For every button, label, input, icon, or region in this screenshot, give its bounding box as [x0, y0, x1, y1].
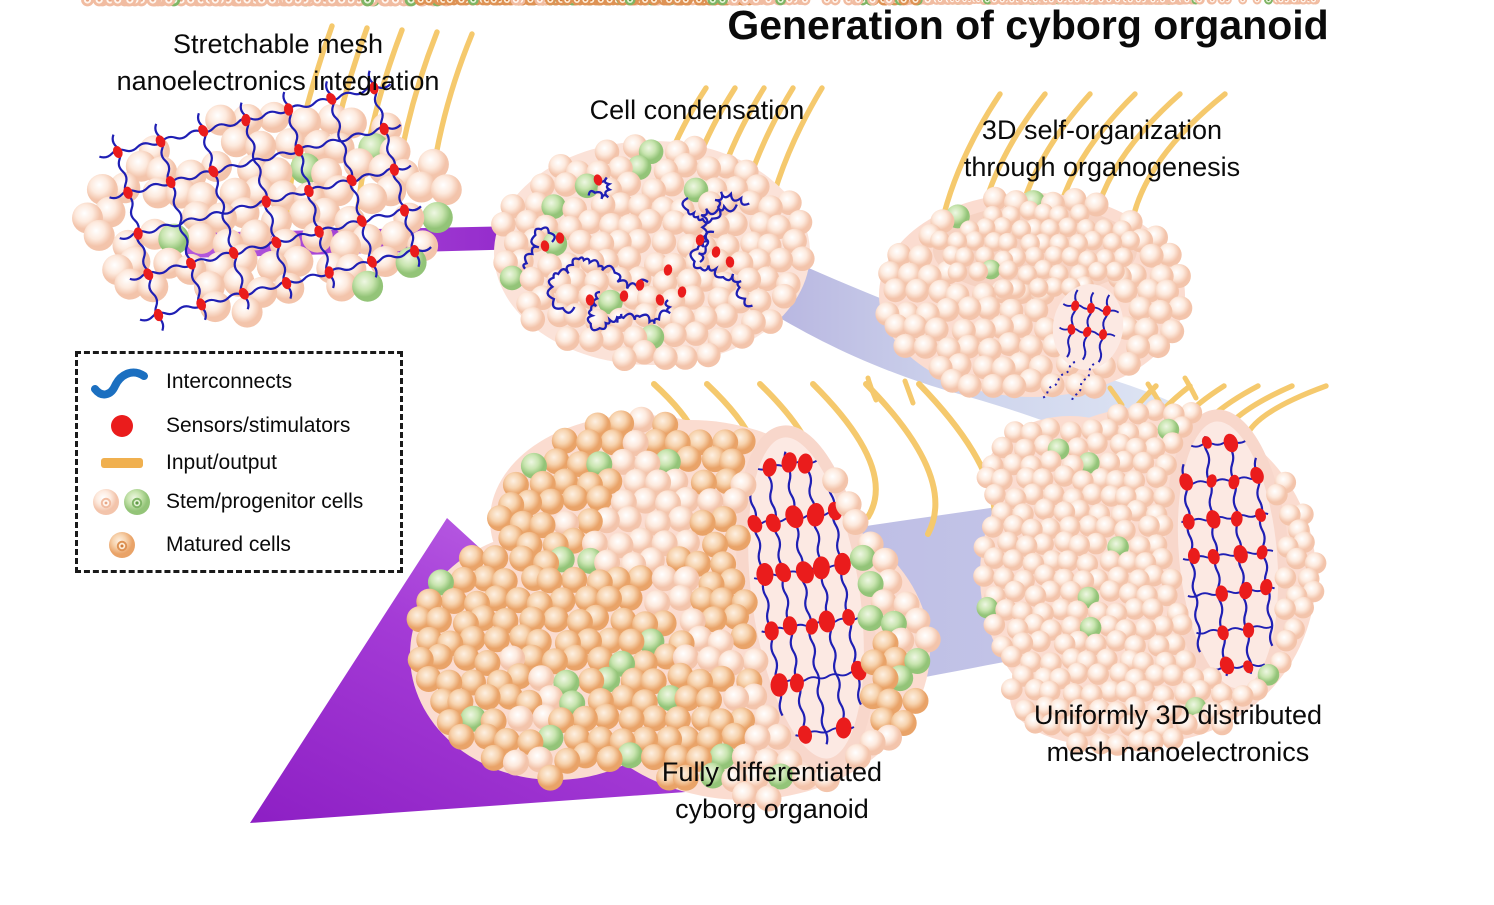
stage-label-differentiated: Fully differentiated cyborg organoid [661, 757, 883, 825]
integration-mesh [99, 70, 432, 331]
legend-label: Matured cells [166, 532, 291, 556]
legend-item-stem-cells: Stem/progenitor cells [78, 487, 400, 517]
stage-uniform-mesh-graphic [973, 0, 1327, 756]
legend-item-interconnects: Interconnects [78, 364, 400, 400]
legend-label: Stem/progenitor cells [166, 490, 364, 514]
stage-organogenesis-graphic [875, 0, 1193, 403]
stage-integration-graphic [72, 0, 462, 331]
legend-label: Interconnects [166, 370, 293, 394]
stage-differentiated-graphic [406, 0, 941, 812]
legend-box: Interconnects Sensors/stimulators Input/… [75, 351, 403, 573]
condensation-crumpled-mesh [522, 174, 753, 332]
sensor-stimulator-icon [78, 413, 166, 439]
legend-item-sensors: Sensors/stimulators [78, 413, 400, 439]
input-output-icon [78, 456, 166, 470]
interconnect-icon [78, 364, 166, 400]
legend-label: Sensors/stimulators [166, 413, 351, 437]
organogenesis-mesh-window [1052, 284, 1124, 370]
stage-label-stretchable-mesh: Stretchable mesh nanoelectronics integra… [116, 29, 440, 97]
legend-item-matured-cells: Matured cells [78, 530, 400, 560]
stage-condensation-graphic [491, 0, 815, 372]
stage-label-uniform-mesh: Uniformly 3D distributed mesh nanoelectr… [1033, 700, 1323, 768]
stem-progenitor-cells-icon [78, 487, 166, 517]
legend-item-input-output: Input/output [78, 451, 400, 475]
legend-label: Input/output [166, 450, 277, 474]
stage-label-cell-condensation: Cell condensation [589, 95, 805, 125]
stage-label-self-organization: 3D self-organization through organogenes… [963, 115, 1241, 183]
figure-title: Generation of cyborg organoid [727, 2, 1329, 48]
matured-cell-icon [78, 530, 166, 560]
